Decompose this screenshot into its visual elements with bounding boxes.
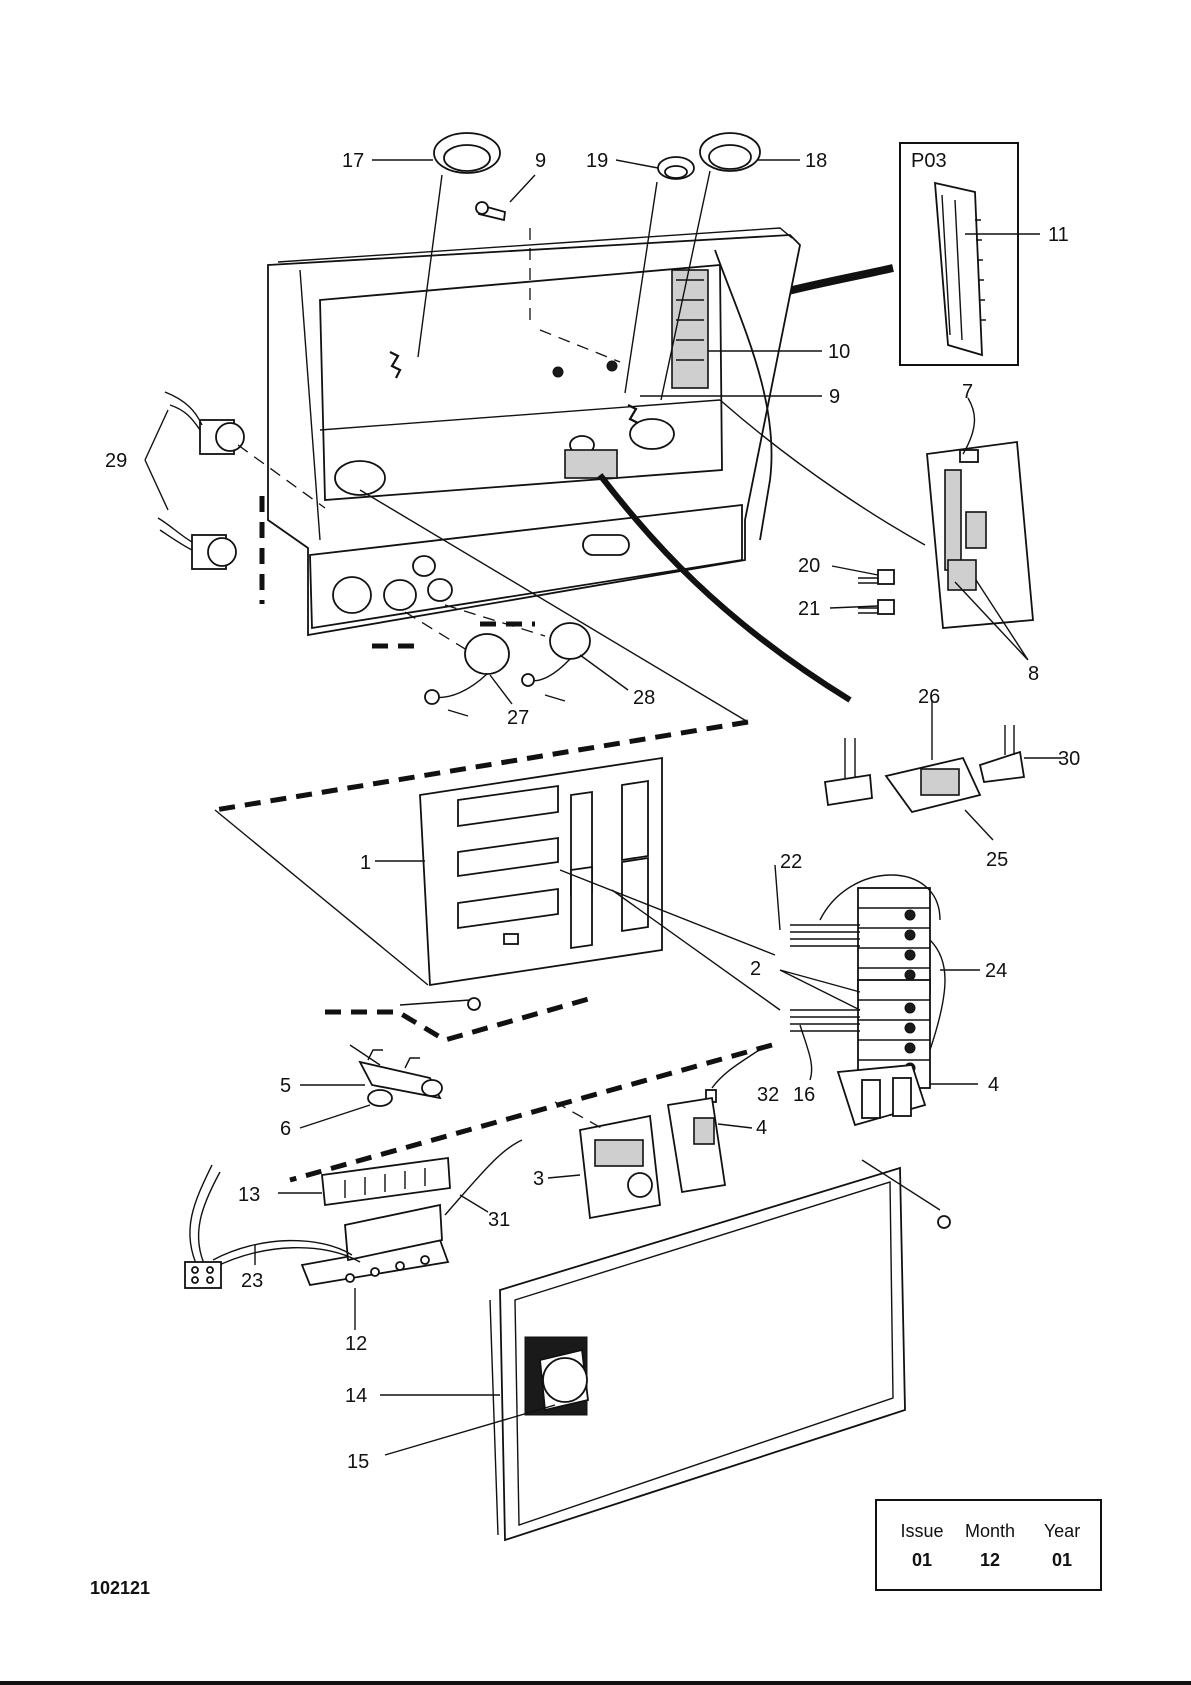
switch-3 [580,1116,660,1218]
callout-13: 13 [238,1184,260,1206]
callout-7: 7 [962,381,973,403]
year-value: 01 [1027,1550,1097,1571]
terminal-block-upper [858,888,930,993]
enclosure-housing [268,228,800,635]
callout-16: 16 [793,1084,815,1106]
callout-28: 28 [633,687,655,709]
screw-front-panel [938,1216,950,1228]
callout-1: 1 [360,852,371,874]
mounting-plate-1 [420,758,662,985]
month-label: Month [955,1521,1025,1542]
control-board-7 [927,442,1033,628]
fuse-holder-4-right [838,1065,925,1125]
grommet-17 [434,133,500,173]
year-column: Year 01 [1027,1521,1097,1571]
callout-6: 6 [280,1118,291,1140]
inset-label: P03 [911,150,947,172]
callout-2: 2 [750,958,761,980]
issue-box: Issue 01 Month 12 Year 01 [875,1499,1102,1591]
connector-29-lower [158,518,236,569]
callout-23: 23 [241,1270,263,1292]
issue-value: 01 [887,1550,957,1571]
callout-24: 24 [985,960,1007,982]
callout-19: 19 [586,150,608,172]
screw-9 [476,202,505,220]
month-value: 12 [955,1550,1025,1571]
clip-5-6 [360,1050,442,1106]
callout-9-top: 9 [535,150,546,172]
callout-17: 17 [342,150,364,172]
terminal-rail-12 [302,1205,448,1285]
callout-21: 21 [798,598,820,620]
callout-27: 27 [507,707,529,729]
plug-left-25 [825,738,872,805]
dust-cap-27 [425,634,509,716]
callout-12: 12 [345,1333,367,1355]
screw-panel-1 [468,998,480,1010]
plug-30 [980,725,1024,782]
grommet-18 [700,133,760,171]
callout-9-right: 9 [829,386,840,408]
drawing-number: 102121 [90,1578,150,1599]
callout-11: 11 [1048,224,1069,246]
callout-4-center: 4 [756,1117,767,1139]
callout-25: 25 [986,849,1008,871]
board-25 [886,758,980,812]
dust-cap-28 [522,623,590,701]
callout-3: 3 [533,1168,544,1190]
front-panel-14 [490,1168,905,1540]
callout-8: 8 [1028,663,1039,685]
callout-26: 26 [918,686,940,708]
callout-31: 31 [488,1209,510,1231]
bottom-rule [0,1681,1191,1685]
callout-10: 10 [828,341,850,363]
callout-5: 5 [280,1075,291,1097]
year-label: Year [1027,1521,1097,1542]
callout-15: 15 [347,1451,369,1473]
callout-32: 32 [757,1084,779,1106]
plug-23 [185,1262,221,1288]
connector-29-upper [165,392,244,454]
fuse-holder-4-center [668,1098,725,1192]
callout-14: 14 [345,1385,367,1407]
callout-22: 22 [780,851,802,873]
month-column: Month 12 [955,1521,1025,1571]
callout-18: 18 [805,150,827,172]
issue-label: Issue [887,1521,957,1542]
issue-column: Issue 01 [887,1521,957,1571]
callout-30: 30 [1058,748,1080,770]
callout-20: 20 [798,555,820,577]
callout-4-right: 4 [988,1074,999,1096]
grommet-19 [658,157,694,179]
callout-29: 29 [105,450,127,472]
